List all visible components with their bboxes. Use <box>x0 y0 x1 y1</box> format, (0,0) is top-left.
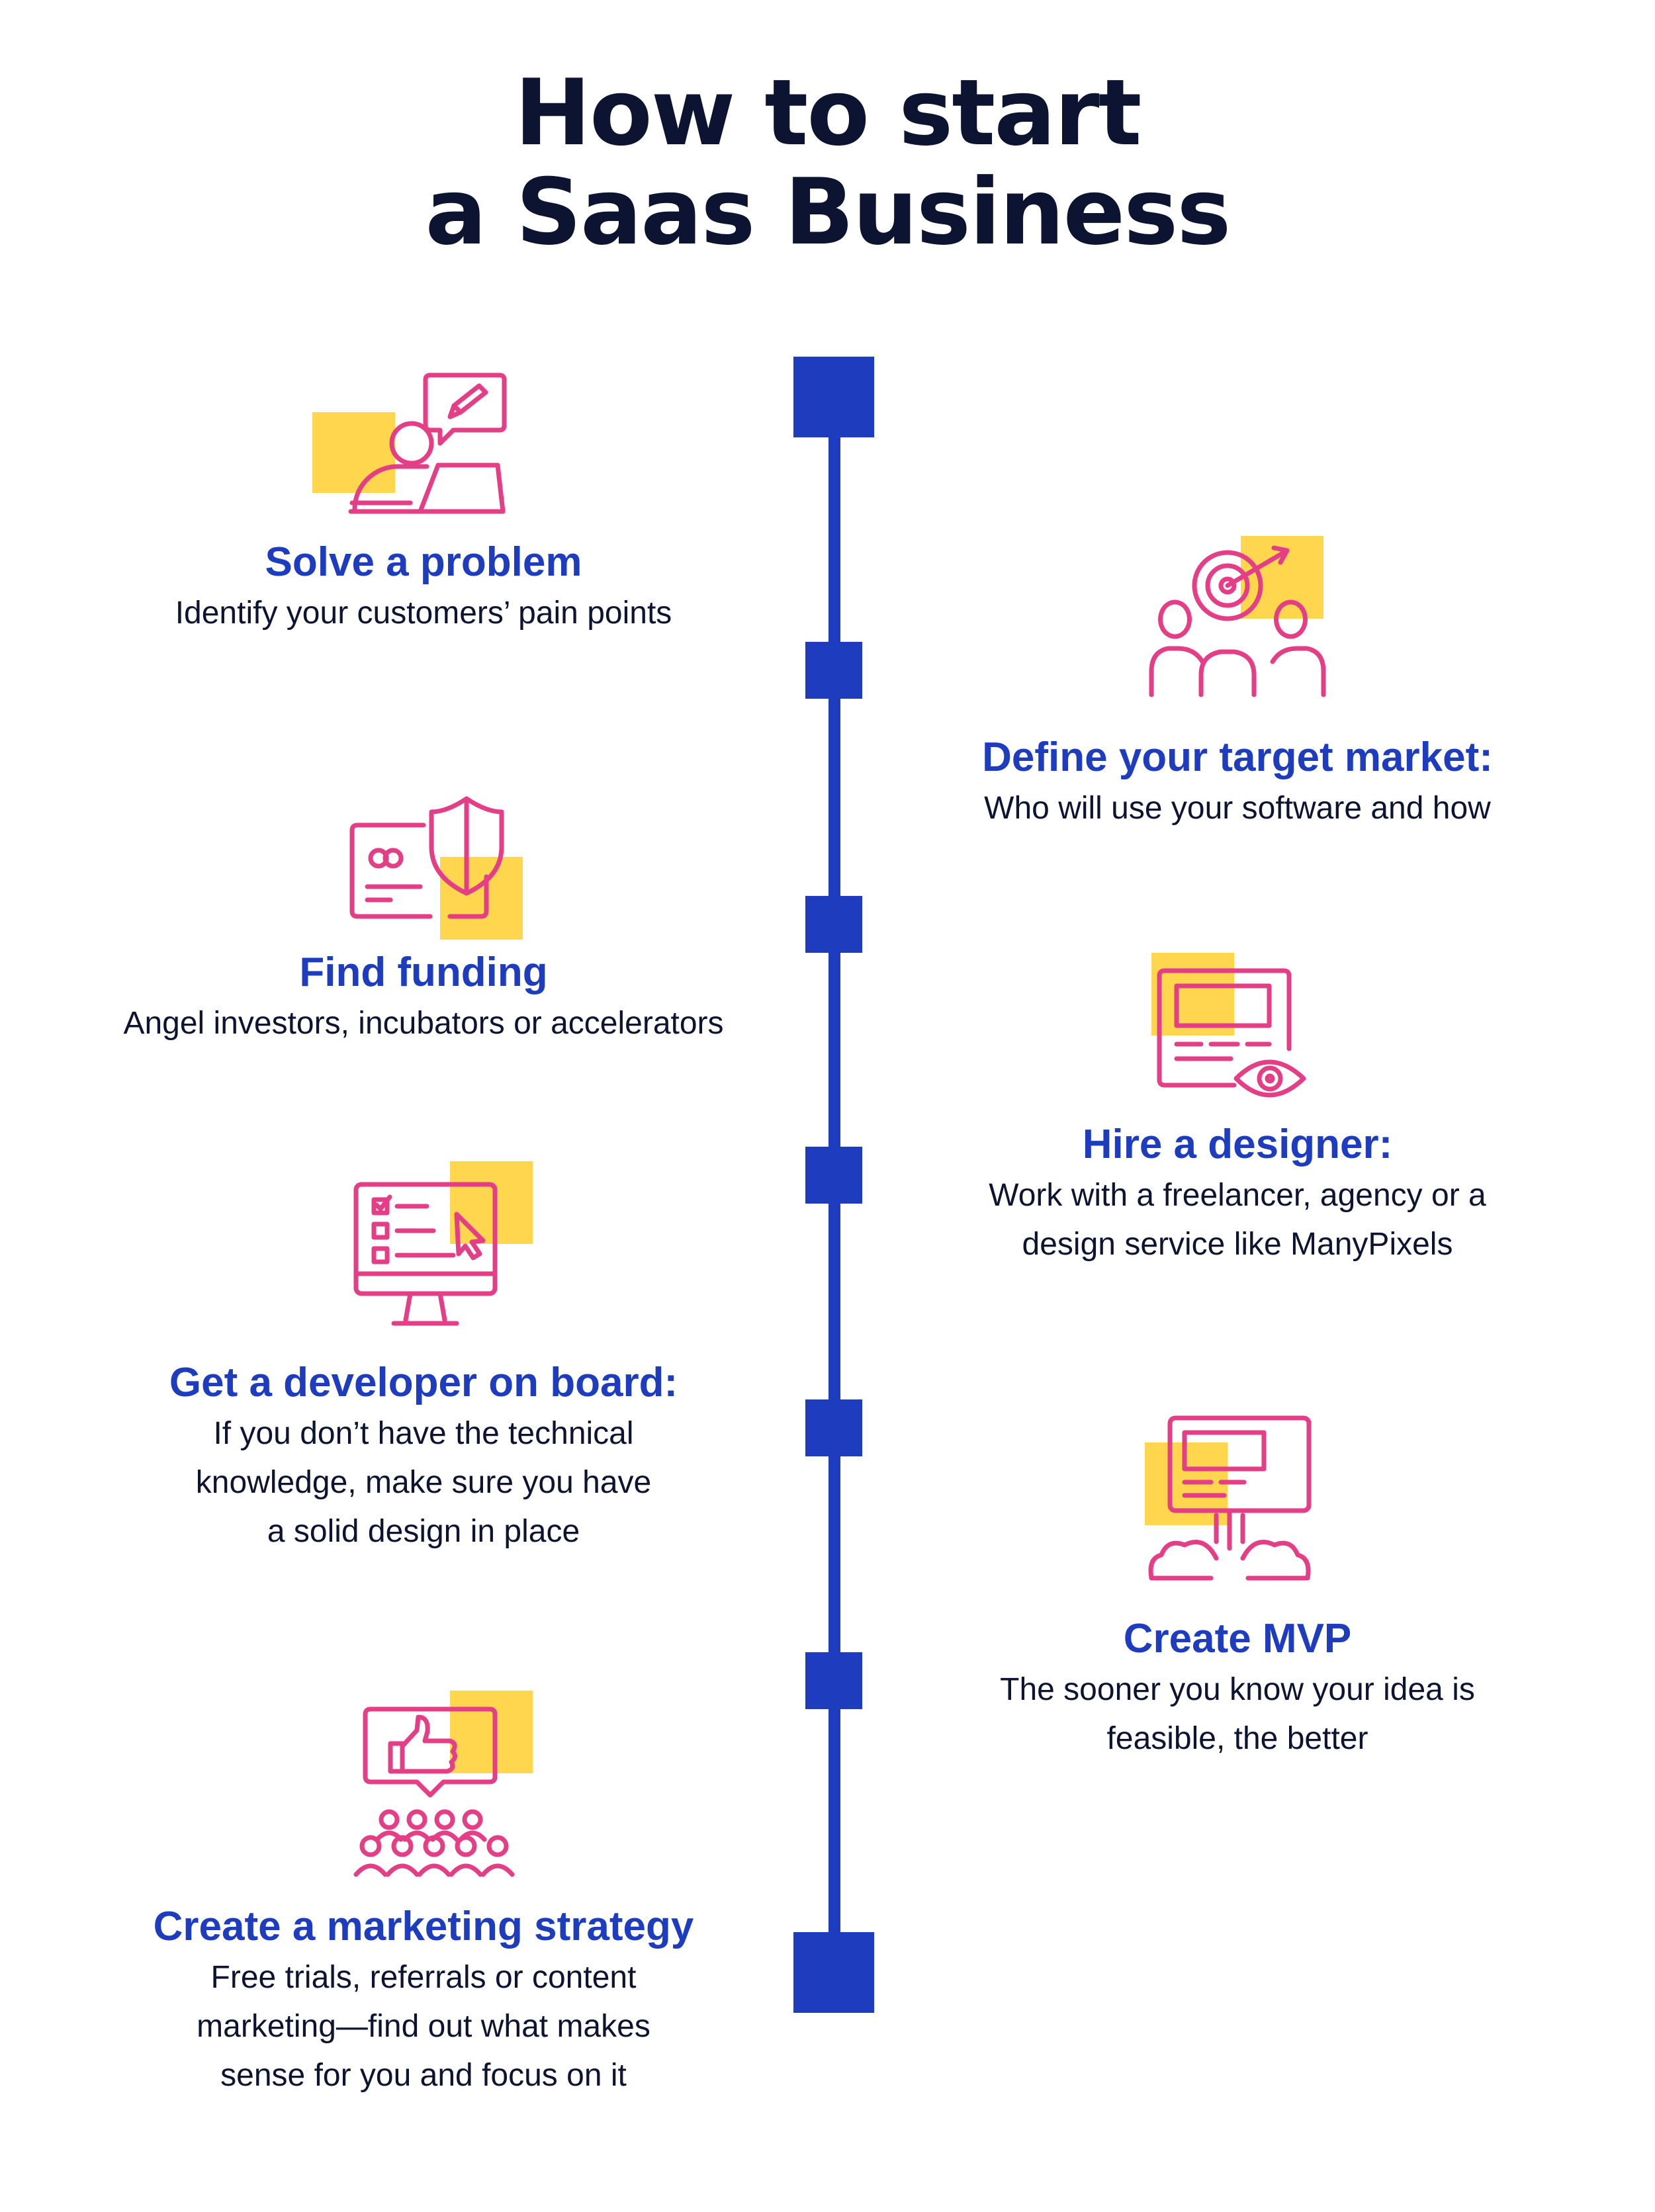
timeline-node-3 <box>805 1147 862 1204</box>
step-find-funding: Find funding Angel investors, incubators… <box>53 946 794 1048</box>
timeline-node-4 <box>805 1399 862 1456</box>
step-description-line-2: design service like ManyPixels <box>1022 1227 1453 1262</box>
timeline-start-node <box>793 357 874 437</box>
title-line-1: How to start <box>514 60 1142 166</box>
timeline-node-1 <box>805 642 862 699</box>
timeline-end-node <box>793 1932 874 2013</box>
step-target-market: Define your target market: Who will use … <box>873 731 1601 833</box>
card-shield-icon <box>349 796 536 943</box>
step-solve-problem: Solve a problem Identify your customers’… <box>53 536 794 638</box>
step-get-developer: Get a developer on board: If you don’t h… <box>53 1356 794 1556</box>
step-description-line-2: marketing—find out what makes <box>197 2009 650 2044</box>
step-description: Identify your customers’ pain points <box>175 596 672 631</box>
step-description: Angel investors, incubators or accelerat… <box>123 1006 724 1041</box>
step-description-line-3: a solid design in place <box>267 1514 580 1549</box>
person-laptop-chat-icon <box>311 373 510 519</box>
step-hire-designer: Hire a designer: Work with a freelancer,… <box>873 1118 1601 1269</box>
step-heading: Create a marketing strategy <box>153 1904 694 1949</box>
step-description-line-1: The sooner you know your idea is <box>1000 1672 1475 1707</box>
title-line-2: a Saas Business <box>425 159 1231 265</box>
step-heading: Define your target market: <box>982 734 1493 780</box>
step-description-line-3: sense for you and focus on it <box>220 2058 627 2093</box>
step-description-line-1: If you don’t have the technical <box>213 1416 634 1451</box>
timeline-node-5 <box>805 1652 862 1709</box>
step-description-line-2: feasible, the better <box>1106 1721 1368 1756</box>
target-audience-icon <box>1148 536 1327 698</box>
step-heading: Get a developer on board: <box>169 1360 678 1405</box>
step-description-line-1: Work with a freelancer, agency or a <box>989 1178 1486 1213</box>
step-heading: Solve a problem <box>265 539 582 585</box>
thumbs-up-crowd-icon <box>344 1691 536 1877</box>
launch-screen-icon <box>1145 1415 1314 1581</box>
page-title: How to start a Saas Business <box>0 64 1655 262</box>
step-heading: Find funding <box>299 950 548 995</box>
step-description: Who will use your software and how <box>984 791 1491 826</box>
step-heading: Hire a designer: <box>1082 1122 1393 1167</box>
timeline-node-2 <box>805 896 862 953</box>
step-marketing-strategy: Create a marketing strategy Free trials,… <box>53 1900 794 2100</box>
step-description-line-2: knowledge, make sure you have <box>195 1465 652 1500</box>
design-eye-icon <box>1151 953 1314 1105</box>
step-heading: Create MVP <box>1123 1616 1352 1661</box>
step-create-mvp: Create MVP The sooner you know your idea… <box>873 1613 1601 1763</box>
monitor-checklist-icon <box>353 1161 536 1330</box>
step-description-line-1: Free trials, referrals or content <box>210 1960 637 1995</box>
